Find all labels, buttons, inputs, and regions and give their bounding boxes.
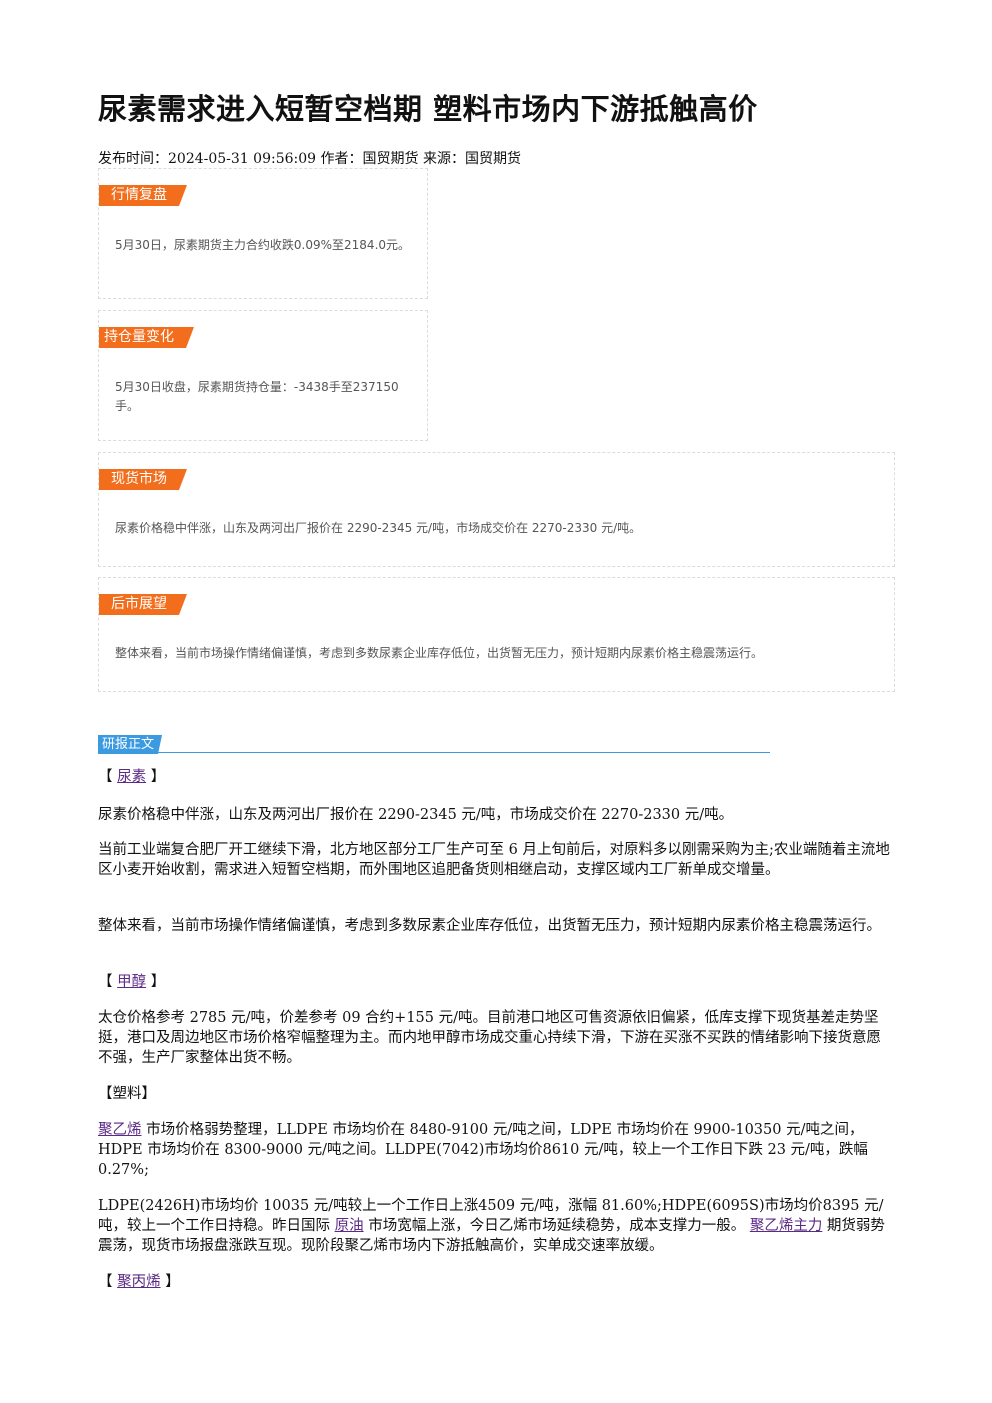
article-meta: 发布时间：2024-05-31 09:56:09 作者：国贸期货 来源：国贸期货	[98, 148, 521, 168]
spot-market-tag: 现货市场	[99, 469, 187, 490]
methanol-paragraph-1: 太仓价格参考 2785 元/吨，价差参考 09 合约+155 元/吨。目前港口地…	[98, 1010, 881, 1066]
methanol-link[interactable]: 甲醇	[117, 974, 147, 990]
urea-heading: 【 尿素 】	[98, 767, 894, 787]
article-title: 尿素需求进入短暂空档期 塑料市场内下游抵触高价	[98, 92, 758, 126]
source-label: 来源：	[422, 151, 465, 167]
plastic-paragraph-2-text-b: 市场宽幅上涨，今日乙烯市场延续稳势，成本支撑力一般。	[363, 1218, 750, 1234]
position-change-text: 5月30日收盘，尿素期货持仓量：-3438手至237150手。	[115, 380, 399, 413]
plastic-paragraph-2-text-c: 期货弱势震荡，现货市场报盘涨跌互现。现阶段聚乙烯市场内下游抵触高价，实单成交速率…	[98, 1218, 885, 1254]
plastic-heading: 【塑料】	[98, 1086, 156, 1102]
bracket-open: 【	[98, 974, 118, 990]
plastic-paragraph-2: LDPE(2426H)市场均价 10035 元/吨较上一个工作日上涨4509 元…	[98, 1196, 894, 1256]
position-change-card: 持仓量变化 5月30日收盘，尿素期货持仓量：-3438手至237150手。	[98, 310, 428, 441]
outlook-text: 整体来看，当前市场操作情绪偏谨慎，考虑到多数尿素企业库存低位，出货暂无压力，预计…	[115, 646, 764, 660]
author-label: 作者：	[320, 151, 363, 167]
spot-market-card: 现货市场 尿素价格稳中伴涨，山东及两河出厂报价在 2290-2345 元/吨，市…	[98, 452, 895, 567]
polyethylene-main-link[interactable]: 聚乙烯主力	[749, 1218, 823, 1234]
market-review-text: 5月30日，尿素期货主力合约收跌0.09%至2184.0元。	[115, 238, 411, 252]
published-label: 发布时间：	[98, 151, 168, 167]
crude-oil-link[interactable]: 原油	[334, 1218, 364, 1234]
author: 国贸期货	[362, 151, 419, 167]
bracket-open: 【	[98, 769, 118, 785]
polypropylene-link[interactable]: 聚丙烯	[117, 1274, 161, 1290]
report-section-label: 研报正文	[98, 735, 162, 754]
plastic-paragraph-1: 聚乙烯 市场价格弱势整理，LLDPE 市场均价在 8480-9100 元/吨之间…	[98, 1120, 894, 1180]
urea-paragraph-1: 尿素价格稳中伴涨，山东及两河出厂报价在 2290-2345 元/吨，市场成交价在…	[98, 807, 734, 823]
bracket-close: 】	[146, 974, 166, 990]
outlook-tag: 后市展望	[99, 594, 187, 615]
methanol-heading: 【 甲醇 】	[98, 972, 894, 992]
urea-link[interactable]: 尿素	[117, 769, 147, 785]
market-review-card: 行情复盘 5月30日，尿素期货主力合约收跌0.09%至2184.0元。	[98, 168, 428, 299]
outlook-card: 后市展望 整体来看，当前市场操作情绪偏谨慎，考虑到多数尿素企业库存低位，出货暂无…	[98, 577, 895, 692]
market-review-tag: 行情复盘	[99, 185, 187, 206]
bracket-close: 】	[146, 769, 166, 785]
published-time: 2024-05-31 09:56:09	[168, 151, 317, 167]
source: 国贸期货	[464, 151, 521, 167]
bracket-close: 】	[160, 1274, 180, 1290]
position-change-tag: 持仓量变化	[99, 327, 194, 348]
plastic-paragraph-2-text-a: LDPE(2426H)市场均价 10035 元/吨较上一个工作日上涨4509 元…	[98, 1198, 884, 1234]
urea-paragraph-3: 整体来看，当前市场操作情绪偏谨慎，考虑到多数尿素企业库存低位，出货暂无压力，预计…	[98, 918, 881, 934]
spot-market-text: 尿素价格稳中伴涨，山东及两河出厂报价在 2290-2345 元/吨，市场成交价在…	[115, 521, 642, 535]
report-section-header: 研报正文	[98, 733, 770, 753]
urea-paragraph-2: 当前工业端复合肥厂开工继续下滑，北方地区部分工厂生产可至 6 月上旬前后，对原料…	[98, 842, 890, 878]
polypropylene-heading: 【 聚丙烯 】	[98, 1272, 894, 1292]
bracket-open: 【	[98, 1274, 118, 1290]
polyethylene-link[interactable]: 聚乙烯	[98, 1122, 142, 1138]
plastic-paragraph-1-text: 市场价格弱势整理，LLDPE 市场均价在 8480-9100 元/吨之间，LDP…	[98, 1122, 868, 1178]
